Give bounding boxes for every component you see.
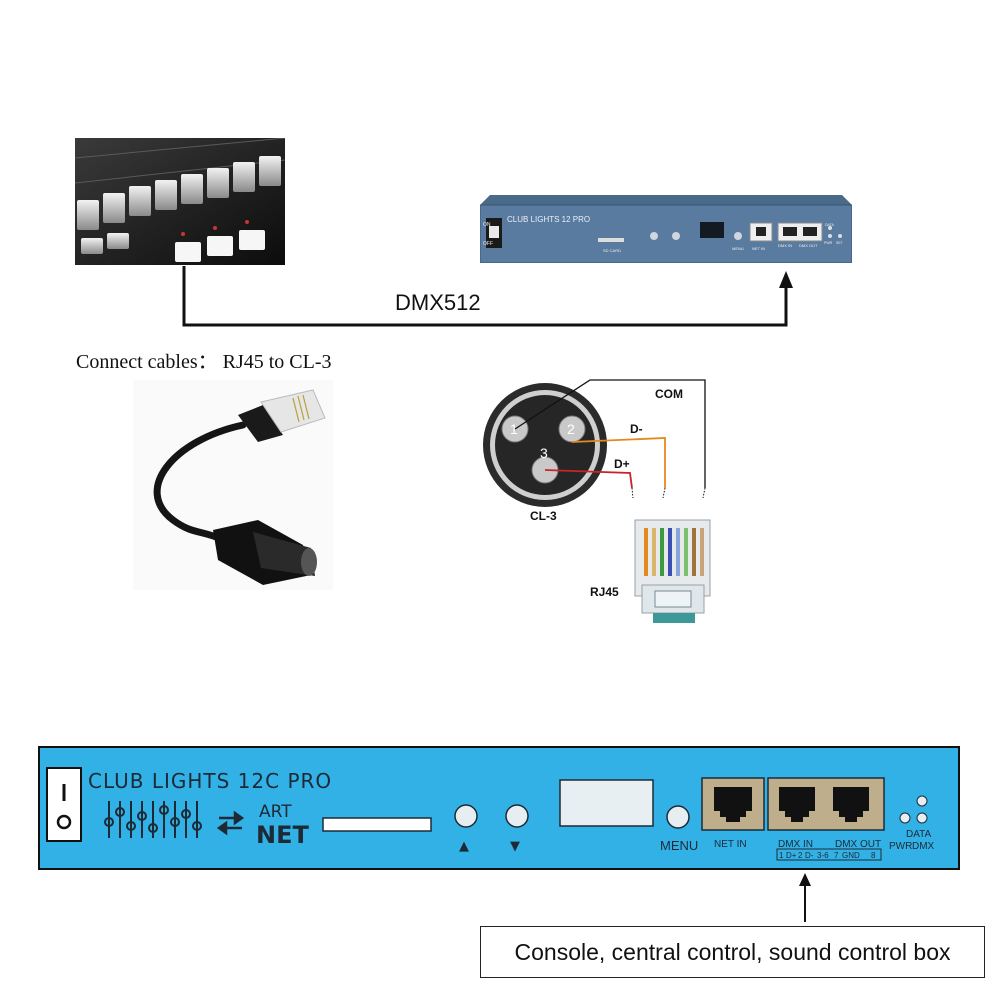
dmx-led-label: DMX (912, 841, 935, 852)
pin-map-8: 8 (871, 851, 876, 860)
device-small-title: CLUB LIGHTS 12 PRO (507, 215, 590, 224)
device-small-menu-label: MENU (732, 246, 744, 251)
up-arrow-icon: ▲ (459, 839, 469, 854)
dmx-in-port[interactable] (779, 787, 815, 822)
xlr-rj45-wiring-diagram: 1 2 3 CL-3 COM D- D+ RJ45 (483, 379, 711, 623)
swap-arrows-icon (216, 810, 245, 836)
pwr-led-label: PWR (889, 841, 912, 852)
pin-map-2: 2 (798, 851, 803, 860)
device-small-pwr-label: PWR (824, 241, 833, 245)
data-led (916, 795, 928, 807)
display-screen (559, 779, 654, 827)
dmx-out-label: DMX OUT (835, 839, 881, 850)
pwr-led (899, 812, 911, 824)
artnet-logo-net: NET (256, 821, 309, 849)
artnet-logo-art: ART (259, 802, 292, 822)
console-callout-box: Console, central control, sound control … (480, 926, 985, 978)
pin-map-dminus: D- (805, 851, 814, 860)
menu-label: MENU (660, 838, 698, 853)
xlr-pin-2: 2 (567, 421, 575, 437)
dmx-device-front-image: ON OFF CLUB LIGHTS 12 PRO SD CARD MENU N… (480, 195, 852, 263)
device-small-on-label: ON (483, 222, 491, 228)
device-small-set-label: SET (836, 241, 844, 245)
down-arrow-icon: ▼ (510, 839, 520, 854)
console-callout-text: Console, central control, sound control … (514, 938, 951, 965)
faders-icon (104, 801, 202, 838)
pin-map-dplus: D+ (786, 851, 797, 860)
xlr-pin-3: 3 (540, 445, 548, 461)
dmx-out-port[interactable] (833, 787, 869, 822)
dmx512-label: DMX512 (395, 290, 481, 315)
rj45-to-xlr-cable-image (133, 380, 333, 590)
power-switch[interactable] (46, 767, 82, 842)
up-button[interactable] (454, 804, 478, 828)
rj45-connector-label: RJ45 (590, 585, 619, 599)
pin-map-1: 1 (779, 851, 784, 860)
device-small-netin-label: NET IN (752, 246, 765, 251)
lighting-console-image (75, 138, 285, 265)
device-small-off-label: OFF (483, 241, 493, 247)
data-led-label: DATA (906, 829, 932, 840)
menu-button[interactable] (666, 805, 690, 829)
xlr-pin-1: 1 (510, 421, 518, 437)
net-in-label: NET IN (714, 839, 747, 850)
device-small-data-label: DATA (825, 223, 834, 227)
sd-card-slot[interactable] (322, 817, 432, 832)
dmx-led (916, 812, 928, 824)
device-small-dmxin-label: DMX IN (778, 243, 792, 248)
device-small-dmxout-label: DMX OUT (799, 243, 818, 248)
callout-arrow (799, 873, 811, 922)
pin-map-3-6: 3-6 (817, 851, 829, 860)
pin-map-7: 7 (834, 851, 839, 860)
front-panel: CLUB LIGHTS 12C PRO ART NET ▲ ▼ MENU NET… (38, 746, 960, 870)
panel-title: CLUB LIGHTS 12C PRO (88, 769, 332, 793)
xlr-connector-label: CL-3 (530, 509, 557, 523)
connect-cables-instruction: Connect cables： RJ45 to CL-3 (76, 351, 332, 373)
down-button[interactable] (505, 804, 529, 828)
dmx-in-label: DMX IN (778, 839, 813, 850)
wire-dminus-label: D- (630, 422, 643, 436)
pin-map-gnd: GND (842, 851, 860, 860)
device-small-sdcard-label: SD CARD (603, 248, 621, 253)
wire-dplus-label: D+ (614, 457, 630, 471)
dmx-connection-line (182, 266, 793, 327)
wire-com-label: COM (655, 387, 683, 401)
